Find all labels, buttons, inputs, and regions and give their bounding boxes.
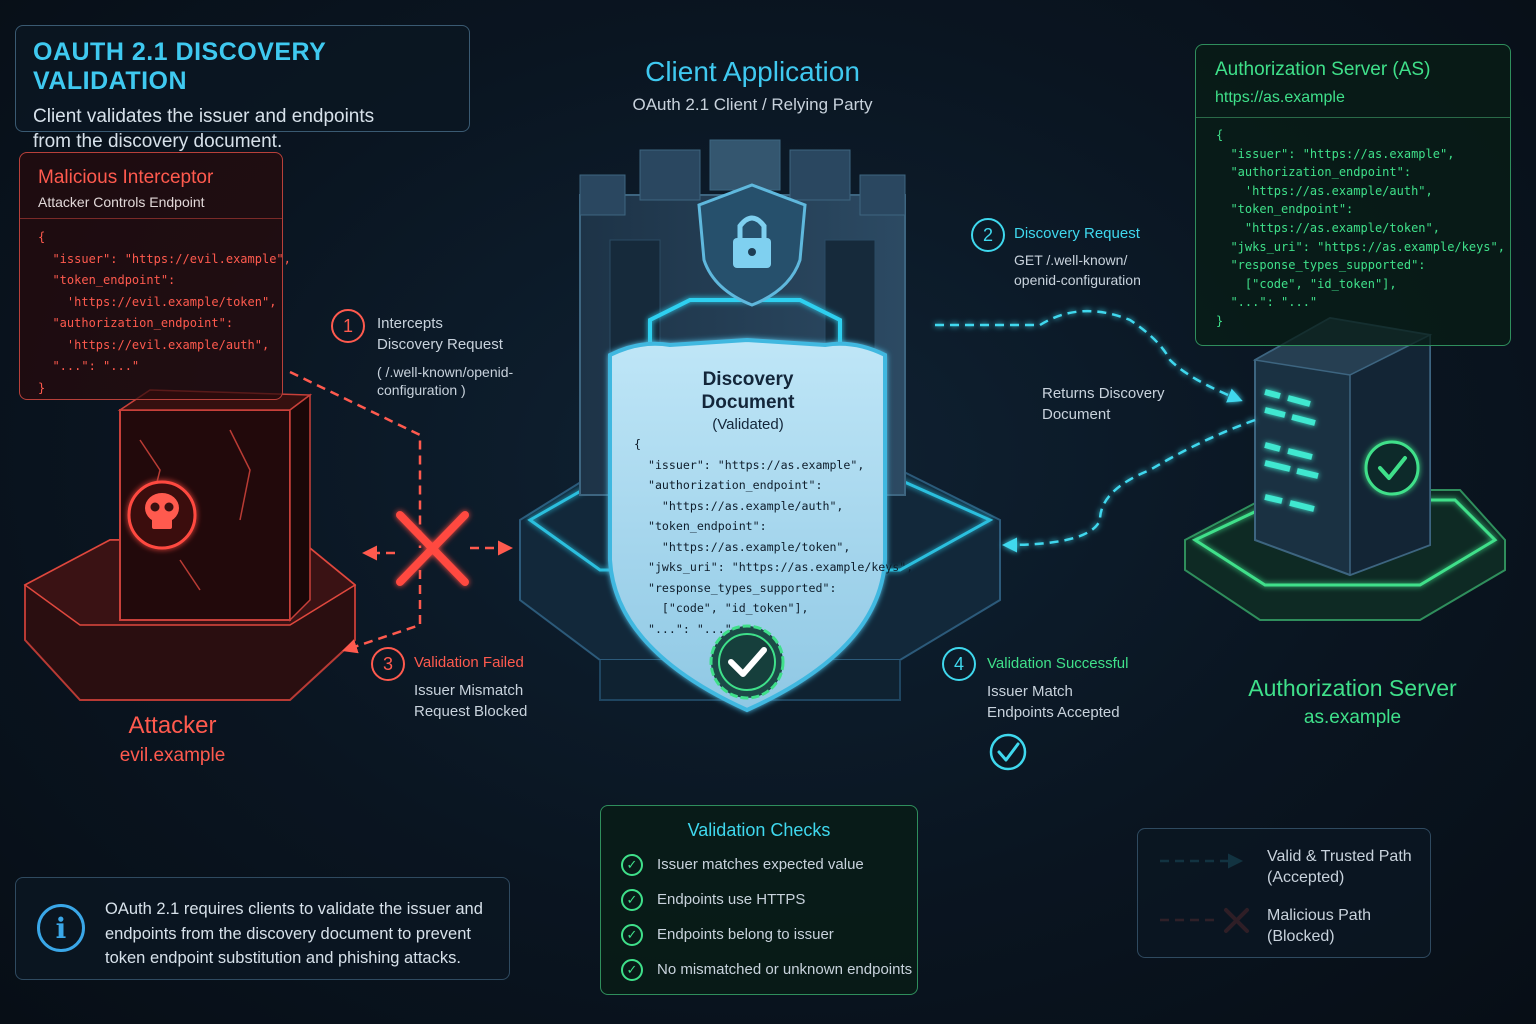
failed-return-path — [342, 570, 422, 654]
title-panel: OAUTH 2.1 DISCOVERY VALIDATION Client va… — [15, 25, 470, 152]
check-item-label: Endpoints belong to issuer — [657, 926, 834, 943]
malicious-subtitle: Attacker Controls Endpoint — [38, 194, 205, 210]
step-2-detail: GET /.well-known/ openid-configuration — [1014, 252, 1141, 288]
check-icon: ✓ — [621, 958, 643, 981]
discovery-document-shield — [608, 337, 887, 713]
step-4-title: Validation Successful — [987, 655, 1129, 672]
check-icon: ✓ — [621, 923, 643, 946]
as-server — [1184, 316, 1506, 621]
malicious-json: { "issuer": "https://evil.example", "tok… — [38, 230, 291, 395]
as-check-icon — [1364, 440, 1420, 496]
returns-document-path — [1002, 418, 1256, 553]
as-panel-title: Authorization Server (AS) — [1215, 59, 1431, 80]
step-2-title: Discovery Request — [1014, 225, 1140, 242]
page-subtitle: Client validates the issuer and endpoint… — [33, 106, 375, 152]
step-1-detail: ( /.well-known/openid- configuration ) — [377, 364, 514, 398]
skull-icon — [127, 480, 197, 550]
step-4-detail: Issuer Match Endpoints Accepted — [987, 683, 1120, 721]
check-icon: ✓ — [621, 853, 643, 876]
lock-icon — [697, 183, 807, 307]
cross-icon — [396, 511, 469, 586]
checkmark-icon — [709, 624, 785, 700]
discovery-document-status: (Validated) — [712, 416, 784, 433]
discovery-document-title: Discovery Document — [701, 369, 795, 413]
validation-checks-title: Validation Checks — [687, 820, 831, 840]
page-title: OAUTH 2.1 DISCOVERY VALIDATION — [33, 38, 326, 95]
step-3-badge: 3 — [371, 647, 405, 681]
check-item: ✓ Endpoints belong to issuer — [621, 917, 917, 952]
check-item: ✓ No mismatched or unknown endpoints — [621, 952, 917, 987]
attacker-domain: evil.example — [119, 745, 226, 766]
validation-checks-panel: Validation Checks ✓ Issuer matches expec… — [600, 805, 918, 995]
attacker-title: Attacker — [128, 712, 217, 739]
discovery-request-path — [935, 309, 1243, 403]
success-check-icon — [989, 733, 1027, 771]
legend-panel: Valid & Trusted Path (Accepted) Maliciou… — [1137, 828, 1431, 958]
legend-malicious-label: Malicious Path (Blocked) — [1267, 907, 1372, 945]
as-server-title: Authorization Server — [1248, 675, 1457, 701]
check-item-label: Endpoints use HTTPS — [657, 891, 806, 908]
step-3-detail: Issuer Mismatch Request Blocked — [414, 682, 528, 720]
malicious-interceptor-panel: Malicious Interceptor Attacker Controls … — [19, 152, 291, 400]
step-1-badge: 1 — [331, 309, 365, 343]
intercept-path — [289, 370, 422, 548]
returns-label: Returns Discovery Document — [1042, 385, 1165, 423]
client-title: Client Application — [645, 56, 860, 87]
info-panel: i OAuth 2.1 requires clients to validate… — [15, 877, 510, 980]
legend-valid-label: Valid & Trusted Path (Accepted) — [1267, 848, 1412, 886]
info-icon: i — [37, 904, 85, 952]
check-icon: ✓ — [621, 888, 643, 911]
step-2-badge: 2 — [971, 218, 1005, 252]
as-metadata-panel: Authorization Server (AS) https://as.exa… — [1195, 44, 1511, 346]
malicious-title: Malicious Interceptor — [38, 167, 214, 188]
as-panel-url: https://as.example — [1215, 89, 1345, 106]
step-4-badge: 4 — [942, 647, 976, 681]
check-item-label: No mismatched or unknown endpoints — [657, 961, 913, 978]
info-text: OAuth 2.1 requires clients to validate t… — [105, 900, 483, 967]
attacker-block — [23, 389, 357, 701]
as-server-domain: as.example — [1303, 707, 1402, 728]
client-subtitle: OAuth 2.1 Client / Relying Party — [632, 95, 873, 114]
check-item-label: Issuer matches expected value — [657, 856, 864, 873]
step-3-title: Validation Failed — [414, 654, 524, 671]
check-item: ✓ Issuer matches expected value — [621, 847, 917, 882]
discovery-document-json: { "issuer": "https://as.example", "autho… — [634, 437, 914, 636]
step-1-title: Intercepts Discovery Request — [377, 315, 503, 353]
check-item: ✓ Endpoints use HTTPS — [621, 882, 917, 917]
as-json: { "issuer": "https://as.example", "autho… — [1216, 128, 1505, 328]
